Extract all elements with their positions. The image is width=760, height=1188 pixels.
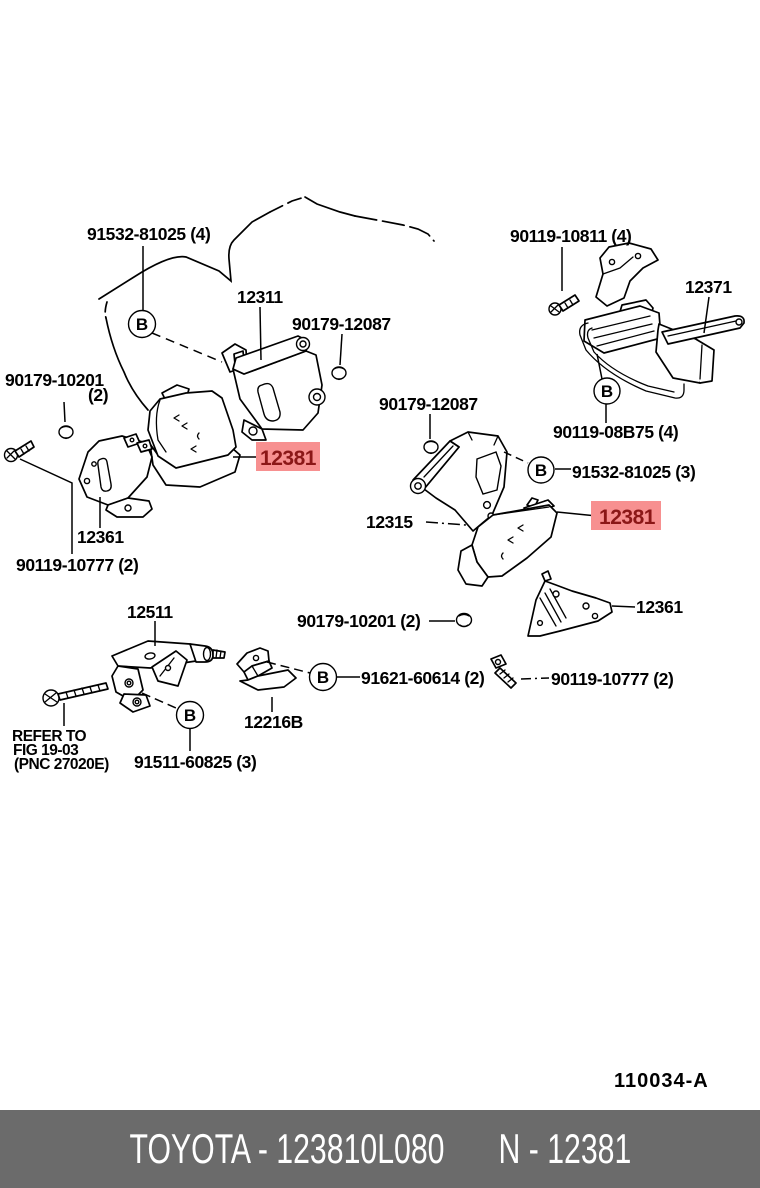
label-91621-60614: 91621-60614 (2) xyxy=(361,668,484,688)
highlighted-label-right[interactable]: 12381 xyxy=(599,506,656,529)
nut-90179-10201-center xyxy=(455,612,473,628)
label-12311: 12311 xyxy=(237,287,283,307)
highlight-box-right[interactable] xyxy=(591,501,661,530)
fastener-ref-b-5-label: B xyxy=(184,706,196,725)
engine-outline xyxy=(98,196,435,411)
label-91532-81025-top: 91532-81025 (4) xyxy=(87,224,210,244)
figure-code: 110034-A xyxy=(614,1070,709,1092)
label-91511-60825: 91511-60825 (3) xyxy=(134,752,256,772)
part-12371-drawing xyxy=(579,242,745,399)
leader-lines xyxy=(19,246,710,751)
label-90179-10201-left-qty: (2) xyxy=(88,385,108,405)
part-12381-left-drawing xyxy=(147,384,241,488)
footer-pnc-number: N - 12381 xyxy=(498,1125,631,1172)
part-12216b-drawing xyxy=(236,647,297,691)
label-12216B: 12216B xyxy=(244,712,303,732)
label-90119-10777-left: 90119-10777 (2) xyxy=(16,555,138,575)
fastener-ref-b-1-label: B xyxy=(136,315,148,334)
bolt-91511-60825-drawing xyxy=(42,682,109,707)
label-90119-10777-right: 90119-10777 (2) xyxy=(551,669,673,689)
highlight-box-left[interactable] xyxy=(256,442,320,471)
label-12361-right: 12361 xyxy=(636,597,683,617)
bolt-90119-10777-right-drawing xyxy=(490,654,517,689)
label-90179-12087-top: 90179-12087 xyxy=(292,314,391,334)
nut-90179-12087-top xyxy=(331,366,347,381)
label-12361-left: 12361 xyxy=(77,527,124,547)
label-12371: 12371 xyxy=(685,277,732,297)
part-12361-right-drawing xyxy=(527,570,613,637)
fastener-ref-b-4: B xyxy=(308,662,338,692)
reference-note-line2: FIG 19-03 xyxy=(13,742,79,759)
fastener-ref-b-5: B xyxy=(175,700,205,730)
fastener-ref-b-2-label: B xyxy=(601,382,613,401)
part-12511-drawing xyxy=(111,640,226,713)
highlighted-part-number-right[interactable]: 12381 xyxy=(591,501,661,530)
part-12315-drawing xyxy=(409,431,508,532)
fastener-ref-b-4-label: B xyxy=(317,668,329,687)
fastener-ref-b-3-label: B xyxy=(535,461,547,480)
label-91532-81025-right: 91532-81025 (3) xyxy=(572,462,695,482)
label-90119-10811: 90119-10811 (4) xyxy=(510,226,631,246)
label-90179-10201-left: 90179-10201 xyxy=(5,370,104,390)
reference-note: REFER TO FIG 19-03 (PNC 27020E) xyxy=(12,728,110,773)
nut-90179-10201-left xyxy=(58,425,74,440)
part-12361-left-drawing xyxy=(78,433,153,518)
highlighted-label-left[interactable]: 12381 xyxy=(260,447,317,470)
part-12311-drawing xyxy=(221,335,326,441)
label-90119-08B75: 90119-08B75 (4) xyxy=(553,422,678,442)
reference-note-line3: (PNC 27020E) xyxy=(14,756,109,773)
label-90179-10201-center: 90179-10201 (2) xyxy=(297,611,420,631)
fastener-ref-b-1: B xyxy=(127,309,157,339)
highlighted-part-number-left[interactable]: 12381 xyxy=(256,442,320,471)
footer-row: TOYOTA - 123810L080 N - 12381 xyxy=(129,1125,631,1173)
fastener-ref-b-3: B xyxy=(527,456,555,484)
parts-diagram: B B B B B 91532-81025 (4) 12311 90179-12… xyxy=(3,196,745,1092)
bolt-90179-10201-left-drawing xyxy=(3,440,35,463)
label-12315: 12315 xyxy=(366,512,413,532)
footer-bar: TOYOTA - 123810L080 N - 12381 xyxy=(0,1110,760,1188)
footer-part-number: TOYOTA - 123810L080 xyxy=(129,1125,445,1172)
fastener-ref-b-2: B xyxy=(593,377,621,405)
reference-note-line1: REFER TO xyxy=(12,728,87,745)
bolt-90119-10811-drawing xyxy=(548,294,580,316)
label-90179-12087-center: 90179-12087 xyxy=(379,394,478,414)
nut-90179-12087-center xyxy=(423,440,439,455)
part-12381-right-drawing xyxy=(457,497,558,587)
label-12511: 12511 xyxy=(127,602,173,622)
